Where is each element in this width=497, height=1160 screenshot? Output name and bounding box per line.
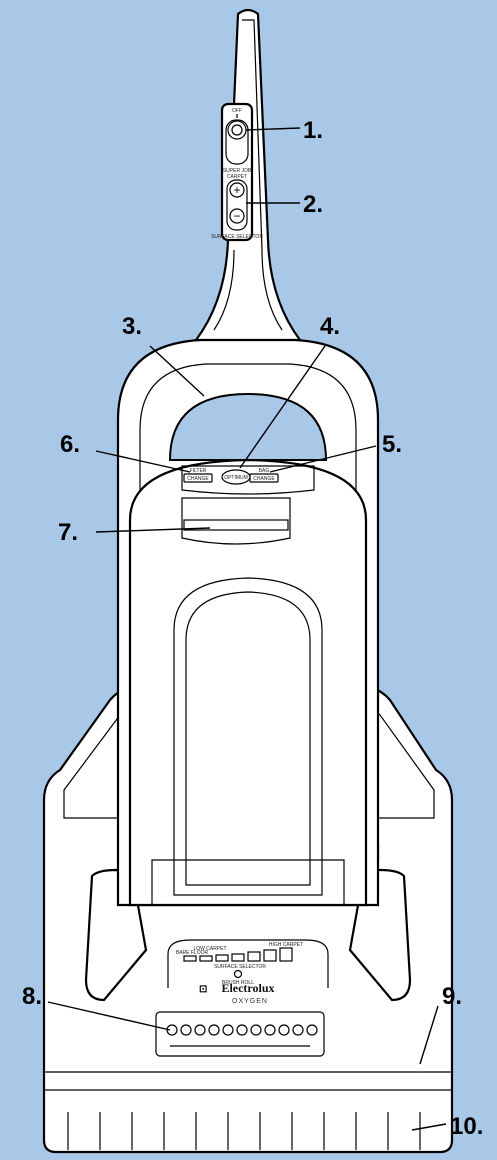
filter-change-badge: CHANGE (187, 476, 209, 482)
bag-door (173, 577, 323, 896)
callout-3: 3. (122, 313, 142, 340)
power-switch[interactable] (225, 119, 249, 165)
bare-floor-label: BARE FLOOR (176, 950, 209, 956)
bag-door-latch[interactable] (181, 497, 291, 545)
filter-label: FILTER (190, 468, 207, 474)
nozzle-ribs (67, 1112, 421, 1150)
suction-selector[interactable]: + − (226, 179, 248, 231)
plus-icon: + (233, 183, 240, 197)
bag-cover (128, 458, 368, 907)
callout-10: 10. (450, 1113, 483, 1140)
power-switch-icon[interactable] (231, 124, 243, 136)
superjob-label: SUPER JOB (223, 168, 252, 174)
brand-name: Electrolux (221, 981, 274, 995)
callout-5: 5. (382, 431, 402, 458)
callout-2: 2. (303, 191, 323, 218)
off-label: OFF (232, 108, 242, 114)
callout-9: 9. (442, 983, 462, 1010)
headlight-bulbs (166, 1024, 318, 1036)
callout-1: 1. (303, 117, 323, 144)
high-carpet-label: HIGH CARPET (269, 942, 303, 948)
low-carpet-label: LOW CARPET (193, 946, 226, 952)
minus-button[interactable] (229, 208, 245, 224)
bag-indicator: BAG CHANGE (249, 468, 279, 483)
handle-surface-selector-label: SURFACE SELECTOR (211, 234, 263, 240)
callout-7: 7. (58, 519, 78, 546)
surface-selector-base[interactable]: BARE FLOOR LOW CARPET HIGH CARPET SURFAC… (176, 942, 303, 986)
brush-roll-label: BRUSH ROLL (222, 980, 254, 986)
minus-icon: − (233, 209, 240, 223)
headlight-panel (155, 1011, 325, 1057)
bag-change-badge: CHANGE (253, 476, 275, 482)
callout-leaders (47, 127, 447, 1131)
carry-handle-opening (168, 392, 328, 461)
plus-button[interactable] (229, 182, 245, 198)
brush-roll-button[interactable] (233, 969, 243, 979)
model-name: OXYGEN (232, 998, 268, 1005)
brand-logo-icon: ⊡ (199, 984, 207, 995)
handle-control-panel (220, 102, 254, 242)
callout-8: 8. (22, 983, 42, 1010)
callout-4: 4. (320, 313, 340, 340)
carpet-label: CARPET (227, 174, 247, 180)
callout-6: 6. (60, 431, 80, 458)
bag-label: BAG (259, 468, 270, 474)
surface-selector-base-label: SURFACE SELECTOR (214, 964, 266, 970)
filter-indicator: FILTER CHANGE (183, 468, 213, 483)
indicator-panel (181, 465, 315, 495)
optimum-label: OPTIMUM (224, 475, 248, 481)
